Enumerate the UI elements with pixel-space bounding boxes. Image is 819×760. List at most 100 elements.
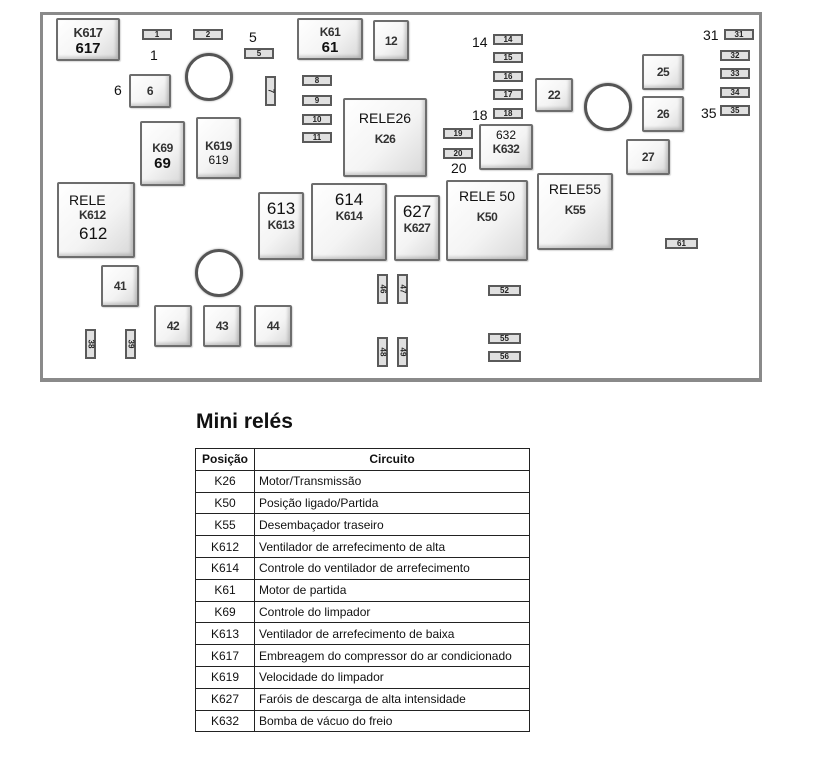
relay-k613: 613 K613 [258,192,304,260]
relay-k26: RELE26 K26 [343,98,427,177]
fuse-15: 15 [493,52,523,63]
block-25: 25 [642,54,684,90]
fuse-label: 46 [378,284,387,294]
relay-number: 632 [495,128,517,142]
cell-circuit: Motor/Transmissão [254,469,530,493]
block-44: 44 [254,305,292,347]
cell-position: K55 [195,513,255,537]
relay-number: 613 [266,199,296,218]
callout-5: 5 [249,29,257,45]
block-43: 43 [203,305,241,347]
cell-circuit: Bomba de vácuo do freio [254,709,530,733]
relay-k69: K69 69 [140,121,185,186]
cell-position: K50 [195,491,255,515]
cell-circuit: Ventilador de arrefecimento de baixa [254,622,530,646]
fuse-31: 31 [724,29,754,40]
column-header-position: Posição [195,448,255,471]
block-26: 26 [642,96,684,132]
fuse-label: 48 [378,347,387,357]
fuse-39: 39 [125,329,136,359]
cell-circuit: Controle do limpador [254,600,530,624]
cell-position: K69 [195,600,255,624]
callout-35: 35 [701,105,717,121]
block-label: 42 [166,319,180,333]
relay-code: K26 [374,132,396,146]
fuse-32: 32 [720,50,750,61]
relay-k50: RELE 50 K50 [446,180,528,261]
cell-position: K613 [195,622,255,646]
fuse-49: 49 [397,337,408,367]
fuse-5: 5 [244,48,274,59]
fuse-8: 8 [302,75,332,86]
block-27: 27 [626,139,670,175]
block-41: 41 [101,265,139,307]
fuse-label: 49 [398,347,407,357]
relay-code: K617 [73,25,103,40]
callout-31: 31 [703,27,719,43]
block-label: 41 [113,279,127,293]
block-label: 26 [656,107,670,121]
cell-position: K26 [195,469,255,493]
fuse-11: 11 [302,132,332,143]
block-label: 25 [656,65,670,79]
relay-k617: K617 617 [56,18,120,61]
relay-code: K632 [492,142,520,156]
block-label: 6 [146,84,154,98]
fuse-18: 18 [493,108,523,119]
relay-number: 61 [321,39,339,56]
relay-k612: RELE K612 612 [57,182,135,258]
relay-code: K614 [335,209,363,223]
cell-circuit: Faróis de descarga de alta intensidade [254,687,530,711]
relay-number: 614 [334,190,364,209]
block-label: 44 [266,319,280,333]
fuse-35: 35 [720,105,750,116]
fuse-17: 17 [493,89,523,100]
mounting-stud-icon [195,249,243,297]
table-title: Mini relés [196,410,293,433]
relay-code: K50 [476,210,498,224]
relay-code: K627 [403,221,431,235]
column-header-circuit: Circuito [254,448,530,471]
relay-number: 619 [208,153,229,167]
fuse-14: 14 [493,34,523,45]
relay-label: RELE [69,192,106,208]
cell-circuit: Controle do ventilador de arrefecimento [254,556,530,580]
cell-circuit: Desembaçador traseiro [254,513,530,537]
relay-code: K55 [564,203,586,217]
mounting-stud-icon [185,53,233,101]
cell-position: K612 [195,535,255,558]
block-6: 6 [129,74,171,108]
relay-label: RELE26 [358,110,412,126]
relay-k619: K619 619 [196,117,241,179]
fuse-9: 9 [302,95,332,106]
relay-label: RELE 50 [458,188,516,204]
relay-code: K61 [319,25,341,39]
relay-k614: 614 K614 [311,183,387,261]
block-label: 12 [384,33,398,48]
relay-number: 617 [75,40,101,57]
relay-code: K613 [267,218,295,232]
table-header-row: Posição Circuito [195,448,530,471]
cell-circuit: Velocidade do limpador [254,665,530,689]
block-label: 43 [215,319,229,333]
callout-20: 20 [451,160,467,176]
fuse-48: 48 [377,337,388,367]
fuse-7: 7 [265,76,276,106]
cell-position: K627 [195,687,255,711]
block-label: 27 [641,150,655,164]
relay-k627: 627 K627 [394,195,440,261]
cell-position: K619 [195,665,255,689]
relay-number: 627 [402,202,432,221]
fuse-19: 19 [443,128,473,139]
fuse-10: 10 [302,114,332,125]
relay-k55: RELE55 K55 [537,173,613,250]
